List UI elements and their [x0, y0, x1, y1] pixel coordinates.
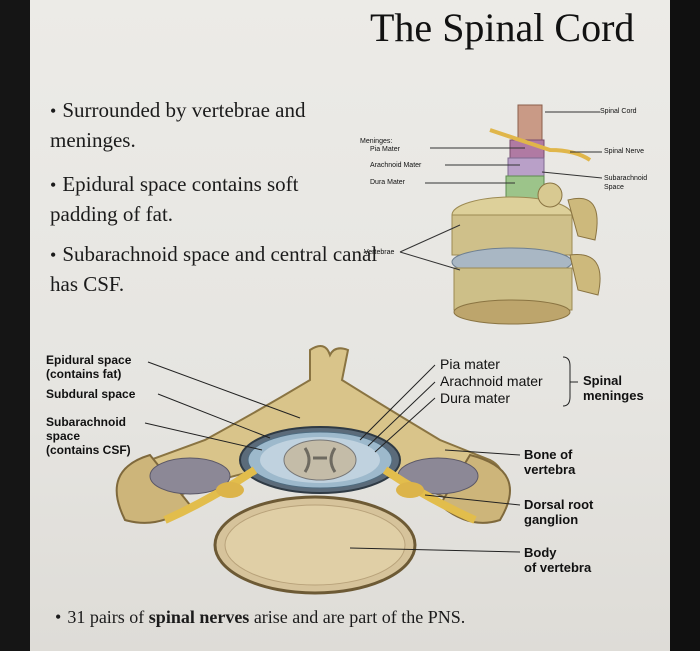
- label-vertebra: vertebra: [524, 463, 575, 477]
- label-ganglion: ganglion: [524, 513, 578, 527]
- label-dura-mater-bottom: Dura mater: [440, 391, 510, 406]
- label-of-vertebra: of vertebra: [524, 561, 591, 575]
- label-meninges: Meninges:: [360, 138, 392, 145]
- label-spinal: Spinal: [583, 374, 622, 388]
- screen-bezel-right: [670, 0, 700, 651]
- label-dorsal-root: Dorsal root: [524, 498, 593, 512]
- label-arachnoid-mater: Arachnoid Mater: [370, 162, 421, 169]
- label-subarachnoid-space: Subarachnoid Space: [604, 174, 654, 192]
- label-body: Body: [524, 546, 557, 560]
- label-dura-mater: Dura Mater: [370, 179, 405, 186]
- bullet-spinal-nerves: •31 pairs of spinal nerves arise and are…: [55, 603, 655, 632]
- screen-bezel-left: [0, 0, 30, 651]
- label-vertebrae: Vertebrae: [364, 249, 394, 256]
- label-subarachnoid: Subarachnoid: [46, 416, 126, 429]
- bullet-dot: •: [55, 607, 61, 627]
- label-contains-csf: (contains CSF): [46, 444, 131, 457]
- slide: The Spinal Cord •Surrounded by vertebrae…: [30, 0, 670, 651]
- label-space: space: [46, 430, 80, 443]
- label-bone-of: Bone of: [524, 448, 572, 462]
- label-subdural-space: Subdural space: [46, 388, 135, 401]
- spinal-cord-illustration: [30, 0, 670, 651]
- label-pia-mater: Pia Mater: [370, 146, 400, 153]
- label-arachnoid-mater-bottom: Arachnoid mater: [440, 374, 543, 389]
- vertebral-column-figure: [400, 105, 602, 324]
- label-contains-fat: (contains fat): [46, 368, 121, 381]
- label-meninges-bottom: meninges: [583, 389, 644, 403]
- label-epidural-space: Epidural space: [46, 354, 131, 367]
- label-spinal-cord: Spinal Cord: [600, 108, 637, 115]
- label-pia-mater-bottom: Pia mater: [440, 357, 500, 372]
- label-spinal-nerve: Spinal Nerve: [604, 148, 644, 155]
